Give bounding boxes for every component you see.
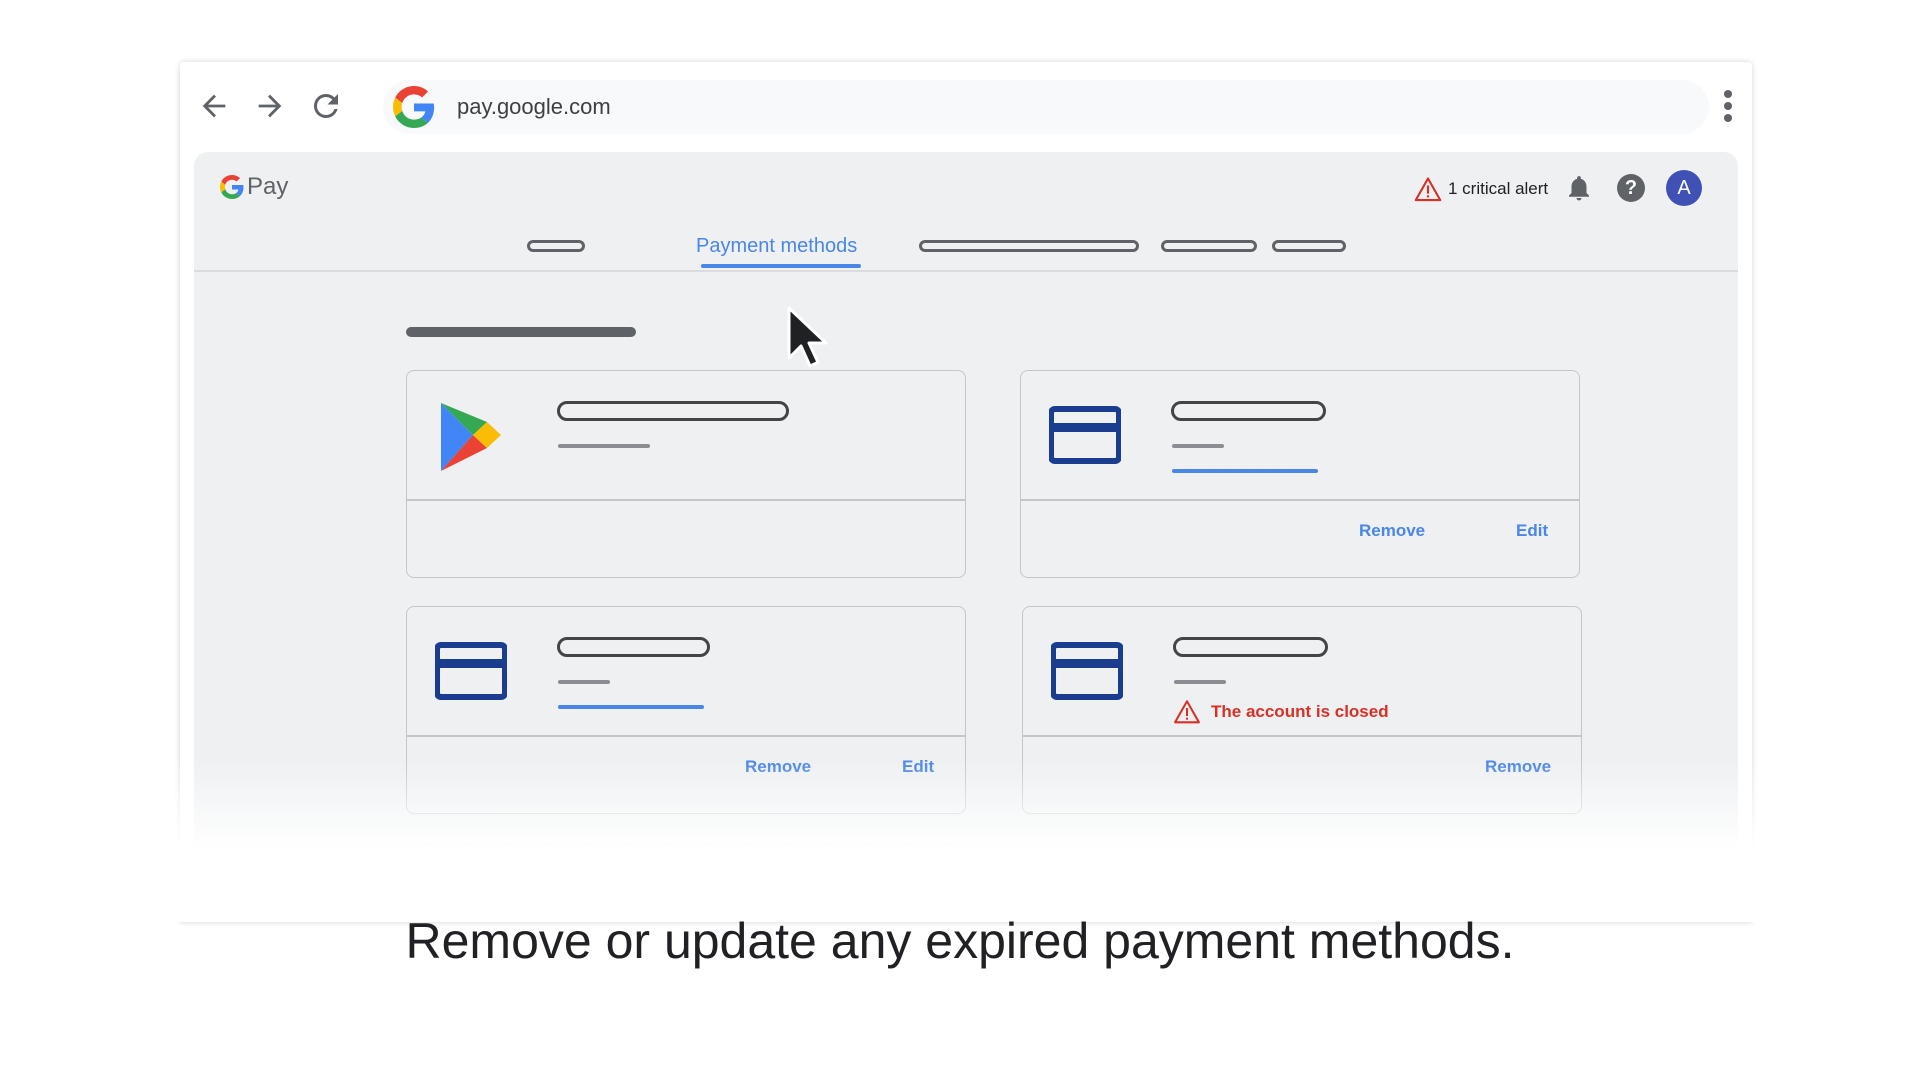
logo-text: Pay bbox=[247, 173, 289, 200]
credit-card-icon bbox=[1049, 406, 1121, 464]
remove-button[interactable]: Remove bbox=[1485, 757, 1552, 776]
card-divider bbox=[407, 735, 965, 737]
card-title-placeholder bbox=[557, 637, 710, 657]
card-subtitle-placeholder bbox=[558, 444, 650, 448]
tab-divider bbox=[194, 270, 1738, 272]
card-title-placeholder bbox=[1173, 637, 1328, 657]
reload-button[interactable] bbox=[308, 88, 344, 124]
gpay-app: Pay 1 critical alert ? A Payment methods bbox=[194, 152, 1738, 922]
active-tab-indicator bbox=[701, 264, 861, 268]
help-icon[interactable]: ? bbox=[1617, 174, 1645, 202]
edit-button[interactable]: Edit bbox=[902, 757, 935, 776]
tab-payment-methods[interactable]: Payment methods bbox=[696, 235, 858, 257]
card-status-line bbox=[1172, 469, 1318, 473]
card-error-message: The account is closed bbox=[1173, 699, 1389, 724]
remove-button[interactable]: Remove bbox=[1359, 521, 1426, 540]
back-arrow-icon bbox=[202, 94, 226, 118]
warning-triangle-icon bbox=[1414, 177, 1442, 202]
critical-alert[interactable]: 1 critical alert bbox=[1414, 174, 1548, 204]
payment-card-3[interactable]: Remove Edit bbox=[406, 606, 966, 814]
google-g-icon bbox=[220, 175, 244, 199]
address-bar[interactable]: pay.google.com bbox=[383, 80, 1709, 134]
error-text: The account is closed bbox=[1211, 701, 1389, 721]
card-divider bbox=[1021, 499, 1579, 501]
add-payment-method-placeholder[interactable] bbox=[406, 844, 966, 922]
forward-arrow-icon bbox=[258, 94, 282, 118]
back-button[interactable] bbox=[196, 88, 232, 124]
bell-icon[interactable] bbox=[1564, 172, 1594, 204]
tab-placeholder-3[interactable] bbox=[1161, 240, 1257, 252]
browser-window: pay.google.com Pay 1 critical alert bbox=[180, 62, 1752, 922]
gpay-logo[interactable]: Pay bbox=[220, 170, 288, 204]
card-divider bbox=[1023, 735, 1581, 737]
card-subtitle-placeholder bbox=[558, 680, 610, 684]
warning-triangle-icon bbox=[1174, 700, 1200, 724]
tab-placeholder-2[interactable] bbox=[919, 240, 1139, 252]
alert-text: 1 critical alert bbox=[1448, 179, 1549, 198]
payment-card-2[interactable]: Remove Edit bbox=[1020, 370, 1580, 578]
tab-placeholder-4[interactable] bbox=[1272, 240, 1346, 252]
section-title-placeholder bbox=[406, 327, 636, 337]
kebab-menu-icon[interactable] bbox=[1720, 86, 1736, 126]
card-subtitle-placeholder bbox=[1172, 444, 1224, 448]
card-title-placeholder bbox=[1171, 401, 1326, 421]
google-play-icon bbox=[441, 403, 501, 471]
payment-card-4[interactable]: The account is closed Remove bbox=[1022, 606, 1582, 814]
remove-button[interactable]: Remove bbox=[745, 757, 812, 776]
payment-card-google-play[interactable] bbox=[406, 370, 966, 578]
forward-button[interactable] bbox=[252, 88, 288, 124]
credit-card-icon bbox=[1051, 642, 1123, 700]
tab-placeholder-1[interactable] bbox=[527, 240, 585, 252]
caption-text: Remove or update any expired payment met… bbox=[405, 913, 1515, 969]
card-subtitle-placeholder bbox=[1174, 680, 1226, 684]
credit-card-icon bbox=[435, 642, 507, 700]
url-text: pay.google.com bbox=[457, 94, 611, 119]
edit-button[interactable]: Edit bbox=[1516, 521, 1549, 540]
reload-icon bbox=[313, 93, 338, 118]
google-g-icon bbox=[393, 86, 435, 128]
card-divider bbox=[407, 499, 965, 501]
avatar[interactable]: A bbox=[1666, 170, 1702, 206]
card-title-placeholder bbox=[557, 401, 789, 421]
card-status-line bbox=[558, 705, 704, 709]
